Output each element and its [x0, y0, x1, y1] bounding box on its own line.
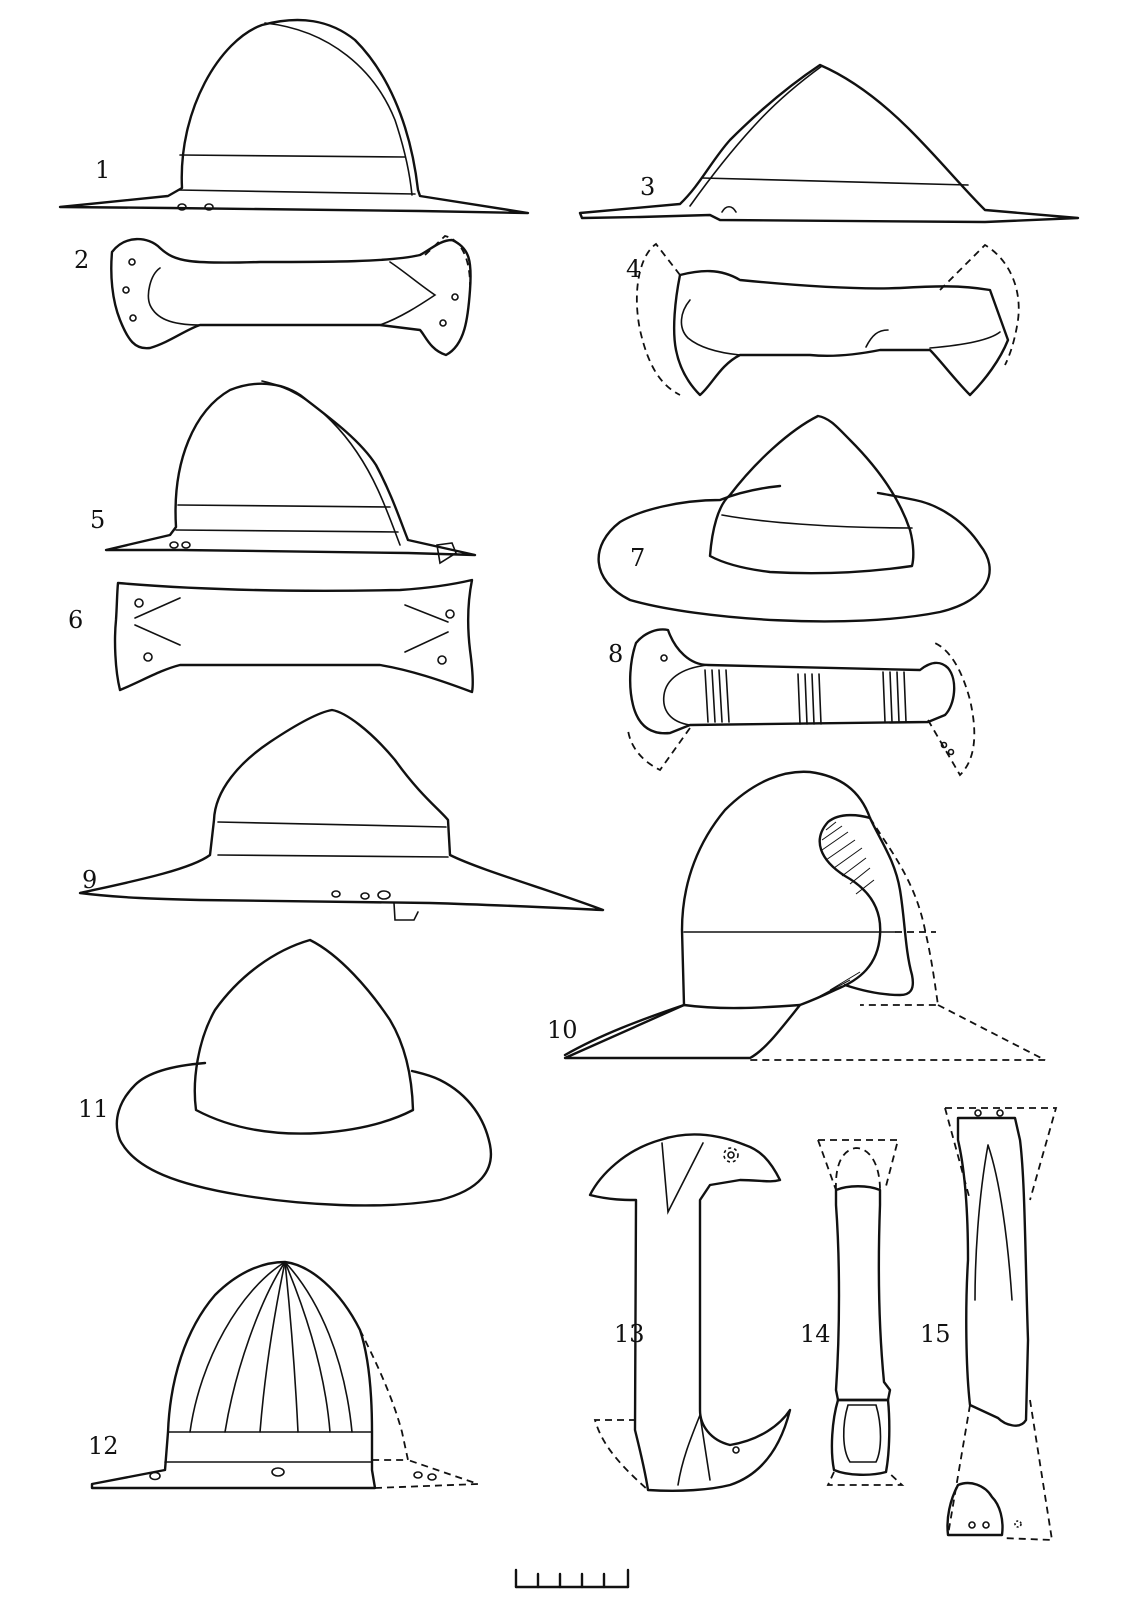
figure-label-8: 8: [608, 640, 623, 668]
figure-label-4: 4: [626, 255, 641, 283]
figure-2-brim-plan: 2: [74, 235, 472, 357]
figure-13-nasal-bar: 13: [588, 1133, 792, 1492]
figure-label-13: 13: [614, 1320, 645, 1348]
figure-14-bar-fragment: 14: [800, 1139, 905, 1486]
figure-10-kettle-hat-fragment: 10: [547, 770, 1046, 1061]
figure-label-15: 15: [920, 1320, 951, 1348]
figure-label-14: 14: [800, 1320, 831, 1348]
scale-bar: [514, 1568, 630, 1589]
figure-label-9: 9: [82, 866, 97, 894]
figure-label-10: 10: [547, 1016, 578, 1044]
figure-label-2: 2: [74, 246, 89, 274]
figure-3-kettle-hat: 3: [578, 63, 1080, 224]
figure-15-bar-fragment: 15: [920, 1107, 1058, 1541]
figure-5-kettle-hat: 5: [90, 380, 477, 565]
figure-12-ribbed-kettle-hat: 12: [88, 1260, 479, 1490]
figure-11-kettle-hat-perspective: 11: [78, 938, 493, 1207]
figure-4-brim-plan: 4: [626, 242, 1020, 397]
figure-9-kettle-hat: 9: [78, 708, 605, 921]
figure-7-kettle-hat-perspective: 7: [597, 414, 991, 623]
figure-label-1: 1: [95, 156, 110, 184]
figure-label-5: 5: [90, 506, 105, 534]
figure-8-brim-banded: 8: [608, 628, 976, 777]
figure-label-11: 11: [78, 1095, 109, 1123]
figure-label-6: 6: [68, 606, 83, 634]
figure-label-12: 12: [88, 1432, 119, 1460]
figure-1-kettle-hat: 1: [58, 18, 530, 215]
figure-label-7: 7: [630, 544, 645, 572]
figure-label-3: 3: [640, 173, 655, 201]
figure-6-brim-plan: 6: [68, 578, 475, 694]
